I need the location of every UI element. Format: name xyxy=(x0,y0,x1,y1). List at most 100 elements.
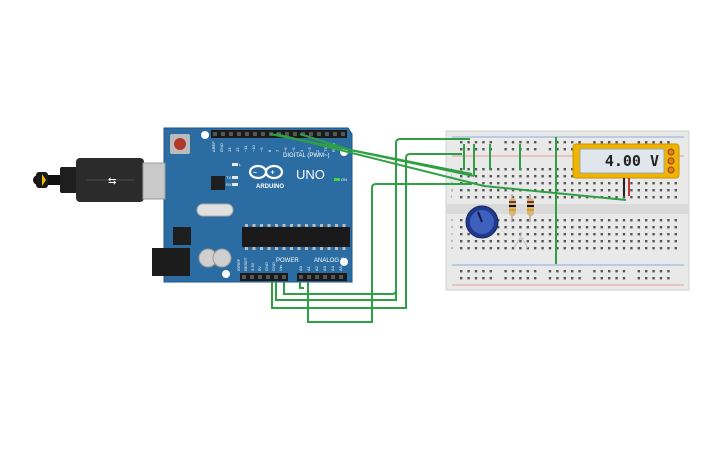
breadboard-hole[interactable] xyxy=(489,270,492,273)
breadboard-hole[interactable] xyxy=(467,247,470,250)
breadboard-hole[interactable] xyxy=(659,240,663,243)
breadboard-hole[interactable] xyxy=(645,247,648,250)
breadboard-hole[interactable] xyxy=(541,182,544,185)
breadboard-hole[interactable] xyxy=(541,189,544,192)
breadboard-hole[interactable] xyxy=(534,148,537,151)
breadboard-hole[interactable] xyxy=(482,141,485,144)
breadboard-hole[interactable] xyxy=(556,141,559,144)
breadboard-hole[interactable] xyxy=(526,182,529,185)
breadboard-hole[interactable] xyxy=(519,182,522,185)
breadboard-hole[interactable] xyxy=(497,196,500,199)
breadboard-hole[interactable] xyxy=(497,247,500,250)
breadboard-hole[interactable] xyxy=(652,233,655,236)
breadboard-hole[interactable] xyxy=(571,219,574,222)
breadboard-hole[interactable] xyxy=(608,240,611,243)
breadboard-hole[interactable] xyxy=(630,196,633,199)
breadboard-hole[interactable] xyxy=(460,141,463,144)
breadboard-hole[interactable] xyxy=(637,247,640,250)
breadboard-hole[interactable] xyxy=(489,240,492,243)
breadboard-hole[interactable] xyxy=(548,189,552,192)
multimeter[interactable]: 4.00 V xyxy=(572,143,680,196)
breadboard-hole[interactable] xyxy=(467,148,470,151)
breadboard-hole[interactable] xyxy=(534,182,537,185)
breadboard-hole[interactable] xyxy=(489,247,492,250)
breadboard-hole[interactable] xyxy=(460,196,463,199)
breadboard-hole[interactable] xyxy=(608,226,611,229)
breadboard-hole[interactable] xyxy=(489,277,492,280)
breadboard-hole[interactable] xyxy=(563,270,566,273)
breadboard-hole[interactable] xyxy=(667,189,670,192)
breadboard-hole[interactable] xyxy=(534,168,537,171)
breadboard-hole[interactable] xyxy=(534,240,537,243)
breadboard-hole[interactable] xyxy=(608,270,611,273)
breadboard-hole[interactable] xyxy=(600,182,603,185)
breadboard-hole[interactable] xyxy=(667,141,670,144)
breadboard-hole[interactable] xyxy=(556,182,559,185)
breadboard-hole[interactable] xyxy=(489,141,492,144)
breadboard-hole[interactable] xyxy=(460,240,463,243)
breadboard-hole[interactable] xyxy=(645,226,648,229)
breadboard-hole[interactable] xyxy=(556,196,559,199)
breadboard-hole[interactable] xyxy=(637,189,640,192)
breadboard-hole[interactable] xyxy=(541,168,544,171)
breadboard-hole[interactable] xyxy=(511,196,515,199)
header-pin[interactable] xyxy=(213,132,217,136)
breadboard-hole[interactable] xyxy=(467,175,470,178)
breadboard-hole[interactable] xyxy=(593,270,596,273)
breadboard-hole[interactable] xyxy=(637,240,640,243)
breadboard-hole[interactable] xyxy=(526,247,529,250)
breadboard-hole[interactable] xyxy=(667,247,670,250)
breadboard-hole[interactable] xyxy=(563,148,566,151)
breadboard-hole[interactable] xyxy=(504,219,507,222)
resistor-1[interactable] xyxy=(509,194,516,222)
breadboard-hole[interactable] xyxy=(571,196,574,199)
breadboard-hole[interactable] xyxy=(504,270,507,273)
breadboard-hole[interactable] xyxy=(460,219,463,222)
header-pin[interactable] xyxy=(221,132,225,136)
header-pin[interactable] xyxy=(253,132,257,136)
breadboard-hole[interactable] xyxy=(585,240,589,243)
breadboard-hole[interactable] xyxy=(622,196,626,199)
breadboard-hole[interactable] xyxy=(504,240,507,243)
breadboard-hole[interactable] xyxy=(563,226,566,229)
breadboard-hole[interactable] xyxy=(474,240,478,243)
breadboard-hole[interactable] xyxy=(511,148,515,151)
breadboard-hole[interactable] xyxy=(667,182,670,185)
wire-d8-to-breadboard[interactable] xyxy=(299,133,475,177)
header-pin[interactable] xyxy=(285,132,289,136)
wire-a0-to-pot[interactable] xyxy=(307,183,472,323)
breadboard-hole[interactable] xyxy=(504,247,507,250)
header-pin[interactable] xyxy=(315,275,319,279)
breadboard-hole[interactable] xyxy=(563,277,566,280)
breadboard-hole[interactable] xyxy=(474,270,478,273)
breadboard-hole[interactable] xyxy=(511,182,515,185)
header-pin[interactable] xyxy=(274,275,278,279)
breadboard-hole[interactable] xyxy=(593,226,596,229)
breadboard-hole[interactable] xyxy=(578,141,581,144)
breadboard-hole[interactable] xyxy=(482,182,485,185)
header-pin[interactable] xyxy=(333,132,337,136)
breadboard-hole[interactable] xyxy=(467,233,470,236)
breadboard-hole[interactable] xyxy=(511,189,515,192)
breadboard-hole[interactable] xyxy=(659,182,663,185)
breadboard-hole[interactable] xyxy=(526,277,529,280)
breadboard-hole[interactable] xyxy=(630,240,633,243)
breadboard-hole[interactable] xyxy=(526,196,529,199)
breadboard-hole[interactable] xyxy=(600,226,603,229)
breadboard-hole[interactable] xyxy=(460,175,463,178)
breadboard-hole[interactable] xyxy=(608,233,611,236)
breadboard-hole[interactable] xyxy=(630,233,633,236)
breadboard-hole[interactable] xyxy=(548,247,552,250)
breadboard-hole[interactable] xyxy=(571,175,574,178)
breadboard-hole[interactable] xyxy=(511,277,515,280)
breadboard-hole[interactable] xyxy=(615,196,618,199)
breadboard-hole[interactable] xyxy=(593,240,596,243)
breadboard-hole[interactable] xyxy=(652,141,655,144)
breadboard-hole[interactable] xyxy=(674,196,677,199)
wire-gnd2[interactable] xyxy=(299,282,304,289)
breadboard-hole[interactable] xyxy=(526,219,529,222)
header-pin[interactable] xyxy=(339,275,343,279)
wire-gnd-to-rail[interactable] xyxy=(283,282,397,295)
breadboard-hole[interactable] xyxy=(585,247,589,250)
breadboard-hole[interactable] xyxy=(511,247,515,250)
